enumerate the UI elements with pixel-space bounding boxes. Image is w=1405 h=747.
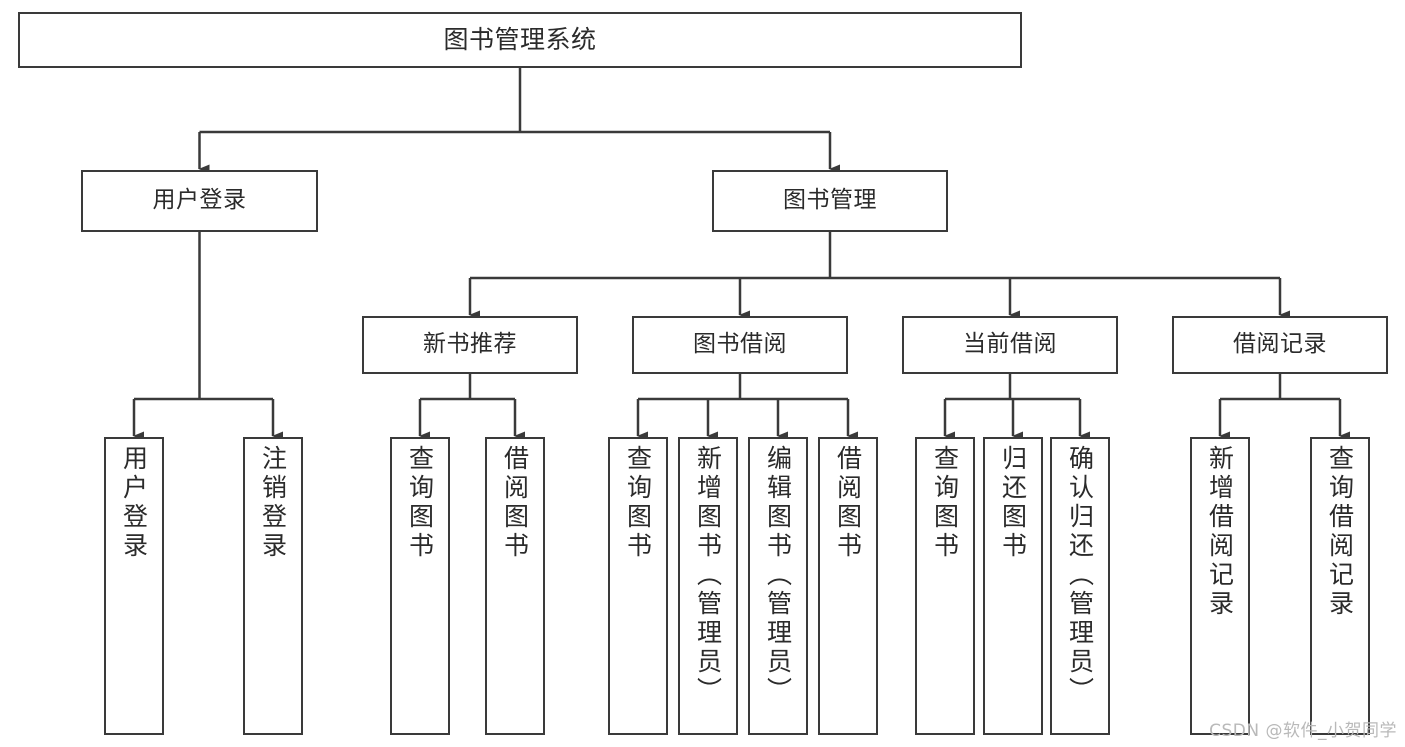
node-label: 新增图书（管理员） <box>693 445 723 706</box>
node-label: 当前借阅 <box>963 331 1057 358</box>
node-leaf-bb-borrow[interactable]: 借阅图书 <box>818 437 878 735</box>
node-label: 图书管理 <box>783 187 877 214</box>
node-leaf-logout[interactable]: 注销登录 <box>243 437 303 735</box>
node-leaf-rec-borrow[interactable]: 借阅图书 <box>485 437 545 735</box>
node-label: 确认归还（管理员） <box>1065 445 1095 706</box>
edge-trunk-borrow-record <box>1220 374 1340 401</box>
edge-trunk-user-login <box>134 232 273 401</box>
node-leaf-bb-add[interactable]: 新增图书（管理员） <box>678 437 738 735</box>
node-root[interactable]: 图书管理系统 <box>18 12 1022 68</box>
node-leaf-br-query[interactable]: 查询借阅记录 <box>1310 437 1370 735</box>
node-label: 查询图书 <box>930 445 960 561</box>
node-leaf-cb-return[interactable]: 归还图书 <box>983 437 1043 735</box>
node-leaf-cb-confirm[interactable]: 确认归还（管理员） <box>1050 437 1110 735</box>
node-book-borrow[interactable]: 图书借阅 <box>632 316 848 374</box>
node-label: 用户登录 <box>119 445 149 561</box>
node-label: 注销登录 <box>258 445 288 561</box>
node-label: 新增借阅记录 <box>1205 445 1235 619</box>
node-label: 归还图书 <box>998 445 1028 561</box>
edge-trunk-new-book-rec <box>420 374 515 401</box>
node-label: 查询图书 <box>623 445 653 561</box>
node-book-admin[interactable]: 图书管理 <box>712 170 948 232</box>
node-user-login[interactable]: 用户登录 <box>81 170 318 232</box>
node-label: 新书推荐 <box>423 331 517 358</box>
node-leaf-user-login[interactable]: 用户登录 <box>104 437 164 735</box>
node-label: 借阅记录 <box>1233 331 1327 358</box>
node-new-book-rec[interactable]: 新书推荐 <box>362 316 578 374</box>
edge-trunk-book-admin <box>470 232 1280 280</box>
node-label: 查询图书 <box>405 445 435 561</box>
node-leaf-rec-query[interactable]: 查询图书 <box>390 437 450 735</box>
node-label: 借阅图书 <box>500 445 530 561</box>
node-current-borrow[interactable]: 当前借阅 <box>902 316 1118 374</box>
node-leaf-bb-query[interactable]: 查询图书 <box>608 437 668 735</box>
node-leaf-cb-query[interactable]: 查询图书 <box>915 437 975 735</box>
node-borrow-record[interactable]: 借阅记录 <box>1172 316 1388 374</box>
node-label: 图书借阅 <box>693 331 787 358</box>
watermark-text: CSDN @软件_小贺同学 <box>1209 721 1397 741</box>
edge-trunk-book-borrow <box>638 374 848 401</box>
node-label: 查询借阅记录 <box>1325 445 1355 619</box>
node-leaf-br-add[interactable]: 新增借阅记录 <box>1190 437 1250 735</box>
node-label: 用户登录 <box>152 187 247 214</box>
edge-trunk-current-borrow <box>945 374 1080 401</box>
node-leaf-bb-edit[interactable]: 编辑图书（管理员） <box>748 437 808 735</box>
node-label: 编辑图书（管理员） <box>763 445 793 706</box>
node-label: 图书管理系统 <box>443 25 597 55</box>
node-label: 借阅图书 <box>833 445 863 561</box>
edge-trunk-root <box>199 68 830 134</box>
